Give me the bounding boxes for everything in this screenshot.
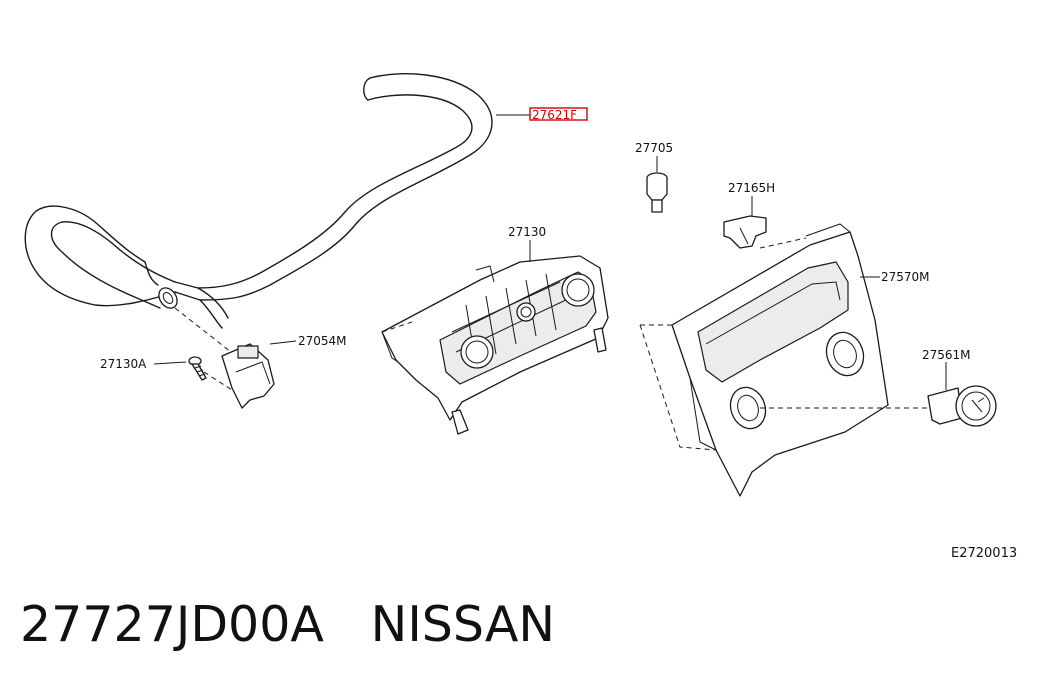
guide-line-finisher-bottom: [639, 324, 717, 451]
bracket-part: [723, 215, 767, 249]
sensor-callout: 27054M: [298, 334, 347, 348]
control-unit-callout: 27130: [508, 225, 546, 239]
guide-line-sensor: [174, 307, 237, 357]
heater-control-unit: [381, 255, 609, 435]
hose-callout: 27621F: [532, 108, 577, 122]
guide-line-screw: [203, 371, 233, 391]
sensor-leader: [269, 340, 297, 345]
finisher-callout: 27570M: [881, 270, 930, 284]
diagram-code: E2720013: [951, 546, 1017, 561]
brand-name: NISSAN: [370, 596, 556, 653]
clip-callout: 27705: [635, 141, 673, 155]
screw-leader: [153, 361, 187, 365]
switch-part: [927, 385, 997, 427]
title-gap: [324, 596, 371, 653]
switch-callout: 27561M: [922, 348, 971, 362]
aspirator-hose: [24, 73, 493, 329]
clip-part: [646, 172, 668, 213]
cluster-lid-finisher: [671, 223, 889, 497]
bracket-callout: 27165H: [728, 181, 775, 195]
screw-part: [188, 356, 207, 381]
screw-callout: 27130A: [100, 357, 147, 371]
part-title: 27727JD00A NISSAN: [20, 596, 555, 653]
part-number: 27727JD00A: [20, 596, 324, 653]
hose-callout-highlight: [529, 107, 588, 121]
guide-line-bracket: [759, 237, 807, 249]
sensor-part: [221, 343, 275, 409]
